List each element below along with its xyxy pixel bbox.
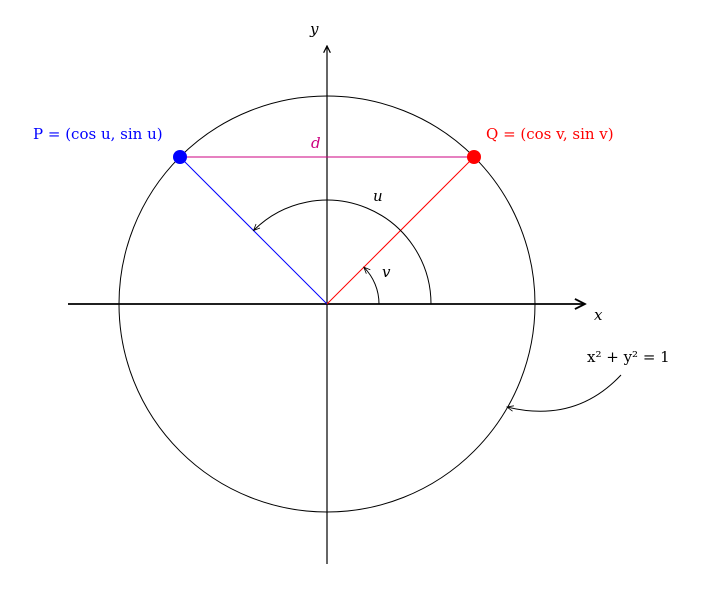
point-q-label: Q = (cos v, sin v) bbox=[486, 125, 614, 143]
point-p-label: P = (cos u, sin u) bbox=[33, 125, 163, 143]
x-axis-label: x bbox=[594, 306, 603, 324]
point-p bbox=[173, 150, 187, 164]
angle-u-arc bbox=[254, 199, 432, 305]
circle-equation-label: x² + y² = 1 bbox=[587, 348, 670, 366]
equation-pointer-arrow bbox=[507, 374, 622, 412]
point-q bbox=[467, 150, 481, 164]
angle-v-label: v bbox=[382, 263, 391, 281]
angle-v-arc bbox=[364, 267, 380, 305]
y-axis-label: y bbox=[310, 20, 319, 38]
segment-d-label: d bbox=[311, 134, 321, 152]
angle-u-label: u bbox=[373, 187, 383, 205]
